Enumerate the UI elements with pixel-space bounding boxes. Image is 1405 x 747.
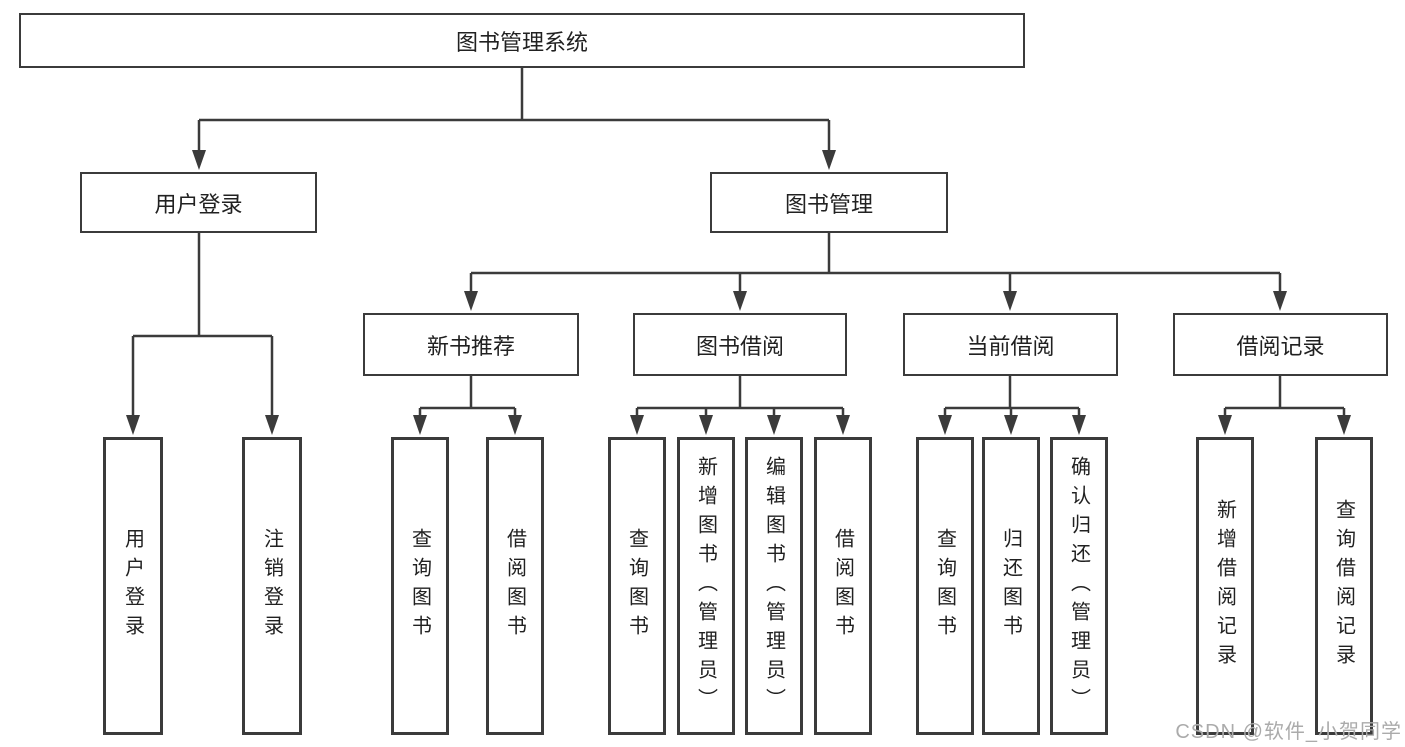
arrowhead-icon xyxy=(699,415,713,435)
connector-root xyxy=(192,68,836,170)
arrowhead-icon xyxy=(464,291,478,311)
arrowhead-icon xyxy=(938,415,952,435)
connector-book-management xyxy=(464,233,1287,311)
arrowhead-icon xyxy=(1003,291,1017,311)
arrowhead-icon xyxy=(1273,291,1287,311)
leaf-add-book-admin: 新增图书（管理员） xyxy=(677,437,735,735)
node-label: 用户登录 xyxy=(154,191,243,217)
connector-user-login xyxy=(126,233,279,435)
leaf-return-books: 归还图书 xyxy=(982,437,1040,735)
arrowhead-icon xyxy=(630,415,644,435)
leaf-user-login: 用户登录 xyxy=(103,437,163,735)
csdn-watermark: CSDN @软件_小贺同学 xyxy=(1175,721,1402,743)
node-book-borrowing: 图书借阅 xyxy=(633,313,847,376)
node-label: 图书借阅 xyxy=(695,333,784,359)
arrowhead-icon xyxy=(508,415,522,435)
leaf-edit-book-admin: 编辑图书（管理员） xyxy=(745,437,803,735)
arrowhead-icon xyxy=(1004,415,1018,435)
leaf-logout: 注销登录 xyxy=(242,437,302,735)
node-label: 确认归还（管理员） xyxy=(1067,455,1090,717)
node-label: 新增图书（管理员） xyxy=(694,455,717,717)
arrowhead-icon xyxy=(1337,415,1351,435)
node-label: 图书管理系统 xyxy=(455,29,588,55)
node-library-management-system: 图书管理系统 xyxy=(19,13,1025,68)
leaf-confirm-return-admin: 确认归还（管理员） xyxy=(1050,437,1108,735)
node-label: 当前借阅 xyxy=(966,333,1055,359)
connector-borrowing-records xyxy=(1218,376,1351,435)
arrowhead-icon xyxy=(1072,415,1086,435)
node-label: 归还图书 xyxy=(999,528,1022,644)
node-label: 图书管理 xyxy=(784,191,873,217)
arrowhead-icon xyxy=(836,415,850,435)
node-book-management: 图书管理 xyxy=(710,172,948,233)
node-user-login: 用户登录 xyxy=(80,172,317,233)
node-label: 用户登录 xyxy=(121,528,144,644)
node-label: 借阅记录 xyxy=(1236,333,1325,359)
node-label: 新增借阅记录 xyxy=(1213,499,1236,673)
leaf-add-borrow-record: 新增借阅记录 xyxy=(1196,437,1254,735)
arrowhead-icon xyxy=(126,415,140,435)
node-label: 编辑图书（管理员） xyxy=(762,455,785,717)
connector-current-borrowing xyxy=(938,376,1086,435)
node-label: 注销登录 xyxy=(260,528,283,644)
arrowhead-icon xyxy=(1218,415,1232,435)
node-label: 查询图书 xyxy=(625,528,648,644)
arrowhead-icon xyxy=(265,415,279,435)
node-label: 查询图书 xyxy=(408,528,431,644)
node-current-borrowing: 当前借阅 xyxy=(903,313,1118,376)
arrowhead-icon xyxy=(413,415,427,435)
leaf-borrow-books: 借阅图书 xyxy=(814,437,872,735)
connector-book-borrowing xyxy=(630,376,850,435)
leaf-query-books: 查询图书 xyxy=(608,437,666,735)
node-new-book-recommendation: 新书推荐 xyxy=(363,313,579,376)
arrowhead-icon xyxy=(767,415,781,435)
connector-new-book-recommendation xyxy=(413,376,522,435)
leaf-borrow-books: 借阅图书 xyxy=(486,437,544,735)
leaf-query-borrow-record: 查询借阅记录 xyxy=(1315,437,1373,735)
arrowhead-icon xyxy=(192,150,206,170)
leaf-query-books: 查询图书 xyxy=(916,437,974,735)
arrowhead-icon xyxy=(822,150,836,170)
leaf-query-books: 查询图书 xyxy=(391,437,449,735)
node-borrowing-records: 借阅记录 xyxy=(1173,313,1388,376)
node-label: 借阅图书 xyxy=(503,528,526,644)
node-label: 查询借阅记录 xyxy=(1332,499,1355,673)
arrowhead-icon xyxy=(733,291,747,311)
node-label: 查询图书 xyxy=(933,528,956,644)
node-label: 新书推荐 xyxy=(426,333,515,359)
node-label: 借阅图书 xyxy=(831,528,854,644)
